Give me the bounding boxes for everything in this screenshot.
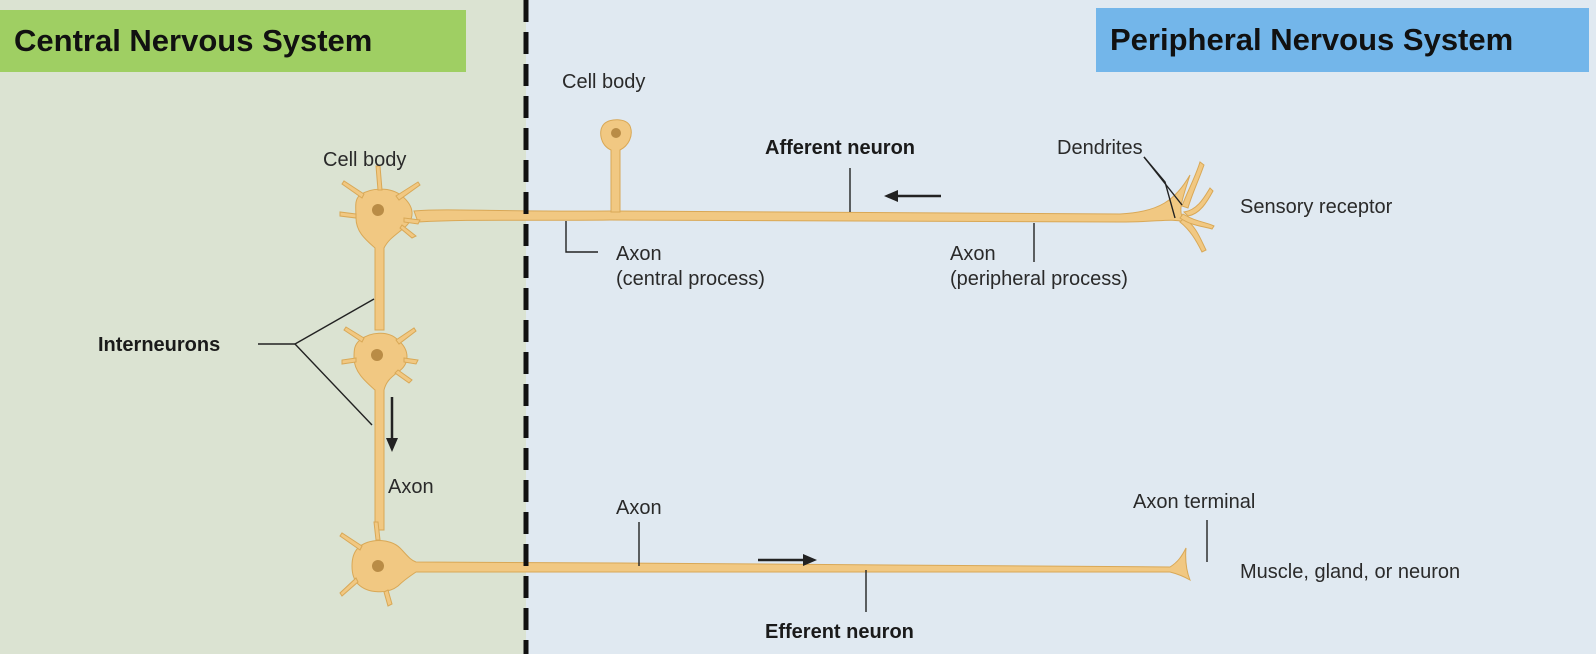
sensory-receptor-label: Sensory receptor xyxy=(1240,196,1393,218)
efferent-nucleus xyxy=(372,560,384,572)
axon-efferent-label: Axon xyxy=(616,497,662,519)
interneuron-upper-nucleus xyxy=(372,204,384,216)
axon-peripheral-process-label: Axon (peripheral process) xyxy=(950,243,1128,290)
cns-region xyxy=(0,0,526,654)
efferent-neuron xyxy=(339,521,1191,607)
pns-title-text: Peripheral Nervous System xyxy=(1110,22,1514,57)
dendrites-label: Dendrites xyxy=(1057,137,1143,159)
interneuron-upper xyxy=(339,165,421,331)
cell-body-afferent-label: Cell body xyxy=(562,71,646,93)
axon-interneuron-label: Axon xyxy=(388,476,434,498)
afferent-nucleus xyxy=(611,128,621,138)
signal-arrows xyxy=(386,190,941,566)
interneuron-middle xyxy=(341,326,419,531)
efferent-neuron-label: Efferent neuron xyxy=(765,621,914,643)
effector-label: Muscle, gland, or neuron xyxy=(1240,561,1461,583)
pns-region xyxy=(526,0,1596,654)
afferent-neuron-label: Afferent neuron xyxy=(765,137,915,159)
cell-body-interneuron-label: Cell body xyxy=(323,149,407,171)
interneuron-middle-nucleus xyxy=(371,349,383,361)
afferent-neuron xyxy=(413,119,1215,253)
axon-central-process-label: Axon (central process) xyxy=(616,243,765,290)
cns-title: Central Nervous System xyxy=(0,10,466,72)
leader-lines xyxy=(258,156,1208,612)
pns-title: Peripheral Nervous System xyxy=(1096,8,1589,72)
axon-terminal-label: Axon terminal xyxy=(1133,491,1256,513)
interneurons-label: Interneurons xyxy=(98,334,221,356)
cns-title-text: Central Nervous System xyxy=(14,23,373,58)
